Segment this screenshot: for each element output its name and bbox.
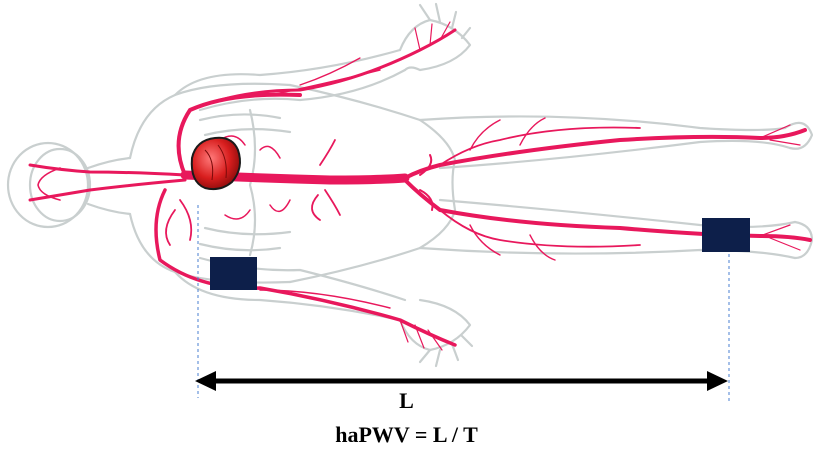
distance-label: L: [0, 388, 813, 414]
heart: [192, 138, 240, 189]
ankle-cuff: [702, 218, 750, 252]
arm-cuff: [210, 257, 257, 290]
formula-label: haPWV = L / T: [0, 422, 813, 448]
